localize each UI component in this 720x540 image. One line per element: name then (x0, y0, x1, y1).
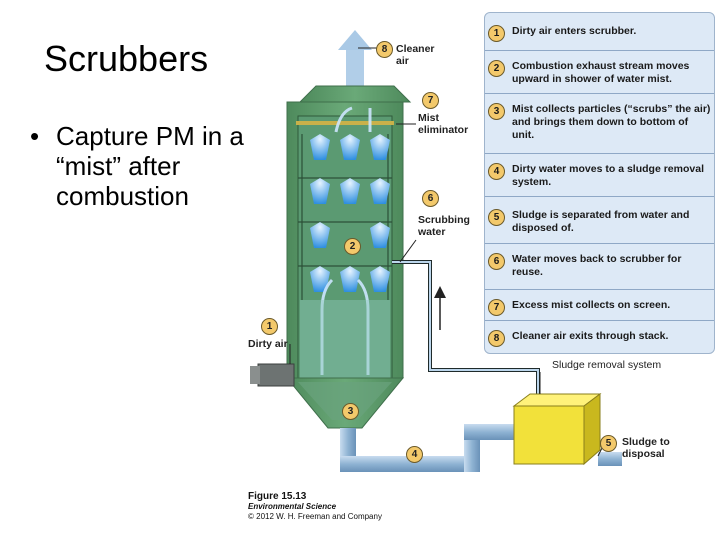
divider (485, 50, 714, 51)
step-text: Water moves back to scrubber for reuse. (512, 253, 682, 278)
step-text: Dirty water moves to a sludge removal sy… (512, 163, 704, 188)
label-cleaner-air: Cleaner air (396, 43, 435, 67)
sludge-box (512, 393, 602, 466)
badge-8: 8 (376, 41, 393, 58)
step-number: 5 (488, 209, 505, 226)
step-number: 4 (488, 163, 505, 180)
step-number: 1 (488, 25, 505, 42)
divider (485, 243, 714, 244)
step-number: 3 (488, 103, 505, 120)
bullet-marker: • (30, 121, 40, 151)
step-text: Combustion exhaust stream moves upward i… (512, 60, 690, 85)
divider (485, 153, 714, 154)
divider (485, 196, 714, 197)
sludge-pipe (340, 424, 524, 472)
divider (485, 320, 714, 321)
stack-outlet (338, 30, 372, 86)
dirty-air-inlet (250, 363, 295, 387)
divider (485, 289, 714, 290)
step-7: 7 Excess mist collects on screen. (488, 299, 712, 316)
badge-6: 6 (422, 190, 439, 207)
label-sludge-removal: Sludge removal system (552, 359, 662, 371)
tower-cap (298, 85, 412, 103)
step-number: 2 (488, 60, 505, 77)
label-scrubbing-water: Scrubbing water (418, 214, 470, 238)
leader-lines (289, 47, 603, 457)
slide-title: Scrubbers (44, 38, 209, 79)
label-dirty-air: Dirty air (248, 338, 288, 350)
step-text: Excess mist collects on screen. (512, 299, 671, 311)
step-text: Cleaner air exits through stack. (512, 330, 669, 342)
step-number: 6 (488, 253, 505, 270)
spray-nozzles (310, 134, 390, 292)
step-text: Dirty air enters scrubber. (512, 25, 637, 37)
copyright-text: © 2012 W. H. Freeman and Company (248, 512, 382, 521)
step-number: 7 (488, 299, 505, 316)
badge-5: 5 (600, 435, 617, 452)
bullet-text: Capture PM in a “mist” after combustion (56, 121, 244, 211)
step-1: 1 Dirty air enters scrubber. (488, 25, 712, 42)
badge-2: 2 (344, 238, 361, 255)
step-number: 8 (488, 330, 505, 347)
badge-7: 7 (422, 92, 439, 109)
divider (485, 93, 714, 94)
step-3: 3 Mist collects particles (“scrubs” the … (488, 103, 712, 142)
label-sludge-disposal: Sludge to disposal (622, 436, 670, 460)
step-5: 5 Sludge is separated from water and dis… (488, 209, 712, 235)
step-6: 6 Water moves back to scrubber for reuse… (488, 253, 712, 279)
mist-particles (300, 300, 390, 378)
figure-number: Figure 15.13 (248, 491, 307, 502)
step-4: 4 Dirty water moves to a sludge removal … (488, 163, 712, 189)
mist-eliminator-screen (296, 121, 394, 125)
badge-4: 4 (406, 446, 423, 463)
disposal-pipe (598, 452, 622, 466)
step-8: 8 Cleaner air exits through stack. (488, 330, 712, 347)
book-title: Environmental Science (248, 502, 337, 511)
label-mist-eliminator: Mist eliminator (418, 112, 469, 136)
steps-legend: 1 Dirty air enters scrubber. 2 Combustio… (484, 12, 715, 354)
step-text: Mist collects particles (“scrubs” the ai… (512, 103, 711, 141)
figure-caption: Figure 15.13 Environmental Science © 201… (248, 492, 382, 522)
bullet-point: • Capture PM in a “mist” after combustio… (30, 121, 255, 211)
step-2: 2 Combustion exhaust stream moves upward… (488, 60, 712, 86)
badge-3: 3 (342, 403, 359, 420)
spray-grid (298, 134, 392, 300)
badge-1: 1 (261, 318, 278, 335)
step-text: Sludge is separated from water and dispo… (512, 209, 690, 234)
airflow-arrows (320, 106, 372, 375)
